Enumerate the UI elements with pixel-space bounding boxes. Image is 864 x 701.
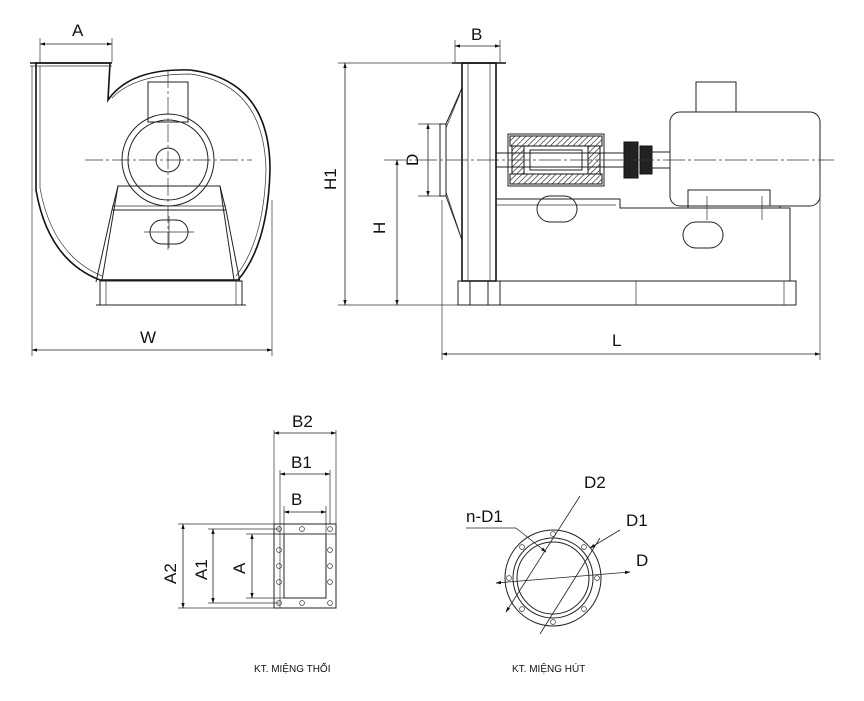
front-view: A W — [30, 21, 273, 356]
inlet-label-nd1: n-D1 — [466, 507, 503, 526]
side-base-rail — [457, 280, 797, 306]
outlet-label-b: B — [291, 490, 302, 509]
side-label-l: L — [612, 331, 621, 350]
outlet-label-b2: B2 — [292, 412, 313, 431]
casing-side — [461, 62, 497, 282]
motor-terminal-box — [695, 81, 737, 113]
inlet-label-d: D — [636, 551, 648, 570]
outlet-label-a1: A1 — [192, 559, 211, 580]
outlet-label-a2: A2 — [161, 563, 180, 584]
side-label-b: B — [471, 25, 482, 44]
front-label-a: A — [72, 21, 84, 40]
motor-body — [669, 111, 821, 207]
outlet-opening — [283, 533, 327, 599]
inlet-caption: KT. MIỆNG HÚT — [512, 662, 585, 675]
side-label-d: D — [403, 154, 422, 166]
side-label-h1: H1 — [321, 168, 340, 190]
outlet-view: B2 B1 B A2 A1 A KT. MIỆNG THỔI — [161, 412, 337, 675]
inlet-label-d1: D1 — [626, 511, 648, 530]
outlet-label-a: A — [230, 562, 249, 574]
inlet-label-d2: D2 — [584, 473, 606, 492]
outlet-bolt-holes — [276, 526, 333, 606]
outlet-label-b1: B1 — [291, 453, 312, 472]
outlet-caption: KT. MIỆNG THỔI — [254, 662, 331, 675]
side-label-h: H — [370, 222, 389, 234]
front-label-w: W — [140, 328, 156, 347]
inlet-view: n-D1 D2 D1 D KT. MIỆNG HÚT — [466, 473, 648, 675]
volute-casing — [35, 62, 271, 281]
side-view: B H1 H D L — [321, 25, 834, 360]
front-base-frame — [99, 280, 243, 306]
outlet-flange-outer — [273, 523, 337, 609]
